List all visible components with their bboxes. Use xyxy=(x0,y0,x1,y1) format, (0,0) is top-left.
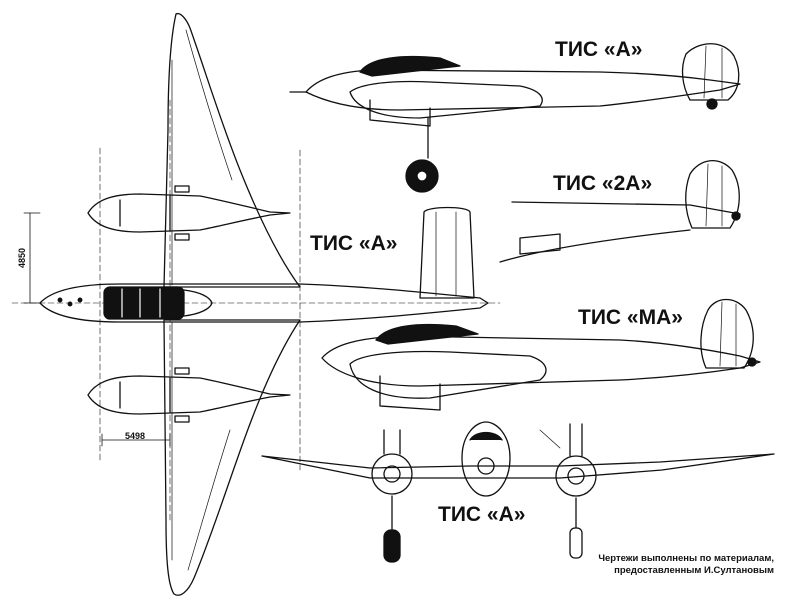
lower-nacelle xyxy=(87,375,291,415)
front-view xyxy=(261,421,775,563)
label-side-view-2a: ТИС «2А» xyxy=(553,172,653,195)
front-right-engine xyxy=(555,455,597,497)
front-left-engine xyxy=(371,453,413,495)
side-view-2a xyxy=(499,160,741,263)
side-view-a xyxy=(289,43,741,193)
plan-fuselage xyxy=(39,283,489,323)
caption-line-1: Чертежи выполнены по материалам, xyxy=(598,553,774,564)
upper-wing xyxy=(163,12,301,288)
plan-canopy xyxy=(103,286,185,320)
upper-nacelle xyxy=(87,193,291,233)
caption-line-2: предоставленным И.Султановым xyxy=(614,565,774,576)
side-2a-fin xyxy=(685,160,740,229)
label-side-view-a: ТИС «А» xyxy=(555,38,643,61)
label-plan-view: ТИС «А» xyxy=(310,232,398,255)
side-view-ma xyxy=(321,298,761,411)
drawing-credit-caption: Чертежи выполнены по материалам, предост… xyxy=(554,553,774,577)
front-wing xyxy=(261,453,775,479)
plan-view xyxy=(11,12,501,596)
dimension-span: 4850 xyxy=(17,247,27,268)
front-left-wheel xyxy=(383,529,401,563)
side-ma-fin xyxy=(700,298,754,369)
lower-wing xyxy=(163,319,301,596)
label-front-view: ТИС «А» xyxy=(438,503,526,526)
plan-tailplane xyxy=(419,206,475,299)
side-a-canopy xyxy=(359,55,461,77)
label-side-view-ma: ТИС «МА» xyxy=(578,306,683,329)
side-ma-canopy xyxy=(375,323,479,345)
dimension-length: 5498 xyxy=(125,431,146,441)
side-a-fin xyxy=(681,43,740,101)
dimension-lines xyxy=(23,212,171,447)
front-fuselage xyxy=(461,421,511,497)
